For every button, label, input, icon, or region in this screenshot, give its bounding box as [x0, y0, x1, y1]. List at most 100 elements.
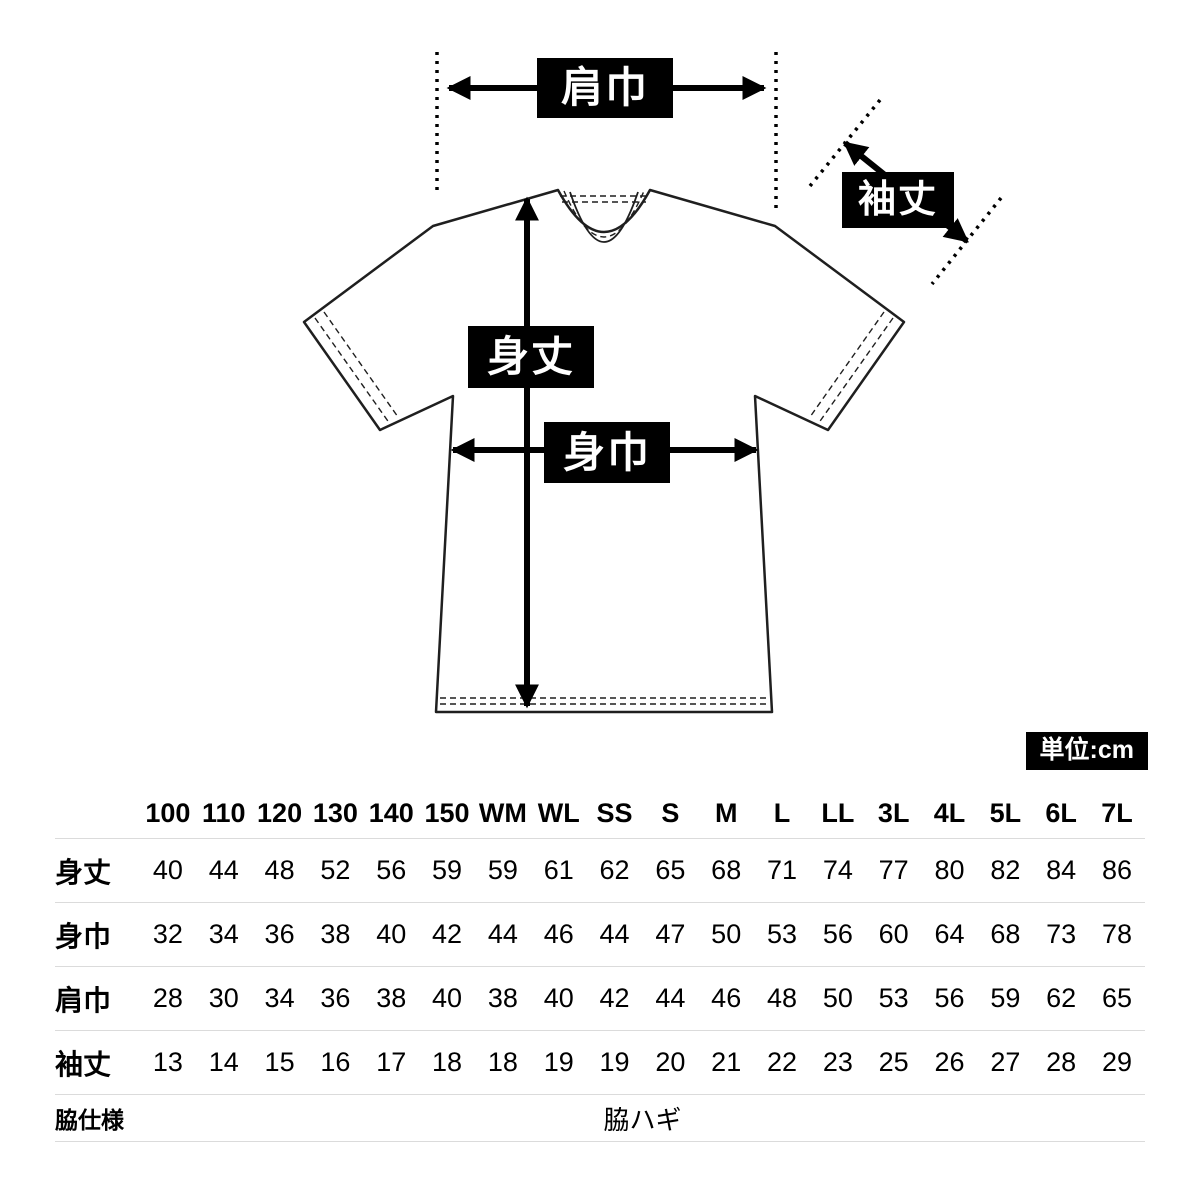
measurement-value: 16 — [320, 1047, 351, 1077]
measurement-value: 19 — [543, 1047, 574, 1077]
measurement-row-label: 身巾 — [55, 920, 112, 952]
size-column-header: 6L — [1033, 788, 1090, 839]
label-body-length: 身丈 — [468, 326, 594, 388]
measurement-value: 18 — [432, 1047, 463, 1077]
measurement-value: 44 — [655, 983, 686, 1013]
size-column-header: WL — [530, 788, 587, 839]
label-shoulder-width: 肩巾 — [537, 58, 673, 118]
measurement-value: 68 — [711, 855, 742, 885]
measurement-value: 38 — [376, 983, 407, 1013]
measurement-value: 25 — [878, 1047, 909, 1077]
measurement-value: 46 — [711, 983, 742, 1013]
measurement-row-label: 袖丈 — [55, 1048, 112, 1080]
measurement-value: 23 — [822, 1047, 853, 1077]
size-column-header: LL — [809, 788, 866, 839]
corner-cell — [55, 788, 140, 839]
size-column-header: 3L — [865, 788, 922, 839]
measurement-value: 38 — [320, 919, 351, 949]
measurement-value: 40 — [543, 983, 574, 1013]
measurement-value: 86 — [1102, 855, 1133, 885]
measurement-row-label: 身丈 — [55, 856, 112, 888]
measurement-value: 13 — [152, 1047, 183, 1077]
measurement-value: 84 — [1046, 855, 1077, 885]
measurement-value: 19 — [599, 1047, 630, 1077]
measurement-value: 29 — [1102, 1047, 1133, 1077]
measurement-value: 36 — [320, 983, 351, 1013]
measurement-value: 56 — [934, 983, 965, 1013]
measurement-value: 56 — [822, 919, 853, 949]
side-spec-value: 脇ハギ — [603, 1104, 682, 1135]
measurement-row-label: 肩巾 — [55, 984, 112, 1016]
unit-badge: 単位:cm — [1025, 732, 1148, 770]
measurement-value: 26 — [934, 1047, 965, 1077]
measurement-value: 40 — [376, 919, 407, 949]
measurement-value: 30 — [208, 983, 239, 1013]
tshirt-measure-diagram: 肩巾 袖丈 身丈 身巾 — [302, 52, 1003, 714]
measurement-value: 46 — [543, 919, 574, 949]
measurement-value: 34 — [264, 983, 295, 1013]
measurement-value: 59 — [990, 983, 1021, 1013]
measurement-value: 17 — [376, 1047, 407, 1077]
size-column-header: 100 — [140, 788, 196, 839]
measurement-value: 14 — [208, 1047, 239, 1077]
label-body-width: 身巾 — [544, 422, 670, 483]
measurement-value: 15 — [264, 1047, 295, 1077]
measurement-value: 40 — [152, 855, 183, 885]
size-column-header: 7L — [1089, 788, 1145, 839]
measurement-value: 34 — [208, 919, 239, 949]
measurement-value: 32 — [152, 919, 183, 949]
size-column-header: 5L — [977, 788, 1034, 839]
measurement-value: 28 — [1046, 1047, 1077, 1077]
measurement-value: 64 — [934, 919, 965, 949]
measurement-value: 82 — [990, 855, 1021, 885]
measurement-value: 50 — [711, 919, 742, 949]
size-column-header: SS — [586, 788, 643, 839]
measurement-value: 68 — [990, 919, 1021, 949]
measurement-value: 77 — [878, 855, 909, 885]
size-column-header: S — [642, 788, 699, 839]
measurement-value: 65 — [655, 855, 686, 885]
measurement-value: 42 — [432, 919, 463, 949]
measurement-value: 71 — [767, 855, 798, 885]
measurement-value: 36 — [264, 919, 295, 949]
size-column-header: 150 — [419, 788, 475, 839]
size-column-header: 130 — [307, 788, 364, 839]
measurement-value: 44 — [208, 855, 239, 885]
measurement-value: 42 — [599, 983, 630, 1013]
measurement-value: 48 — [264, 855, 295, 885]
measurement-value: 18 — [487, 1047, 518, 1077]
measurement-value: 38 — [487, 983, 518, 1013]
measurement-value: 28 — [152, 983, 183, 1013]
measurement-value: 53 — [767, 919, 798, 949]
measurement-value: 52 — [320, 855, 351, 885]
measurement-value: 62 — [599, 855, 630, 885]
measurement-value: 48 — [767, 983, 798, 1013]
unit-badge-row: 単位:cm — [0, 732, 1200, 772]
size-column-header: M — [698, 788, 755, 839]
size-column-header: WM — [474, 788, 531, 839]
side-spec-label: 脇仕様 — [55, 1107, 124, 1133]
measurement-value: 21 — [711, 1047, 742, 1077]
measurement-value: 44 — [487, 919, 518, 949]
size-column-header: L — [754, 788, 810, 839]
size-column-header: 4L — [921, 788, 978, 839]
measurement-value: 22 — [767, 1047, 798, 1077]
measurement-value: 78 — [1102, 919, 1133, 949]
measurement-value: 62 — [1046, 983, 1077, 1013]
measurement-value: 60 — [878, 919, 909, 949]
size-column-header: 120 — [251, 788, 308, 839]
measurement-value: 53 — [878, 983, 909, 1013]
measurement-value: 65 — [1102, 983, 1133, 1013]
measurement-value: 59 — [432, 855, 463, 885]
measurement-value: 74 — [822, 855, 853, 885]
measurement-value: 61 — [543, 855, 574, 885]
measurement-value: 47 — [655, 919, 686, 949]
measurement-value: 20 — [655, 1047, 686, 1077]
